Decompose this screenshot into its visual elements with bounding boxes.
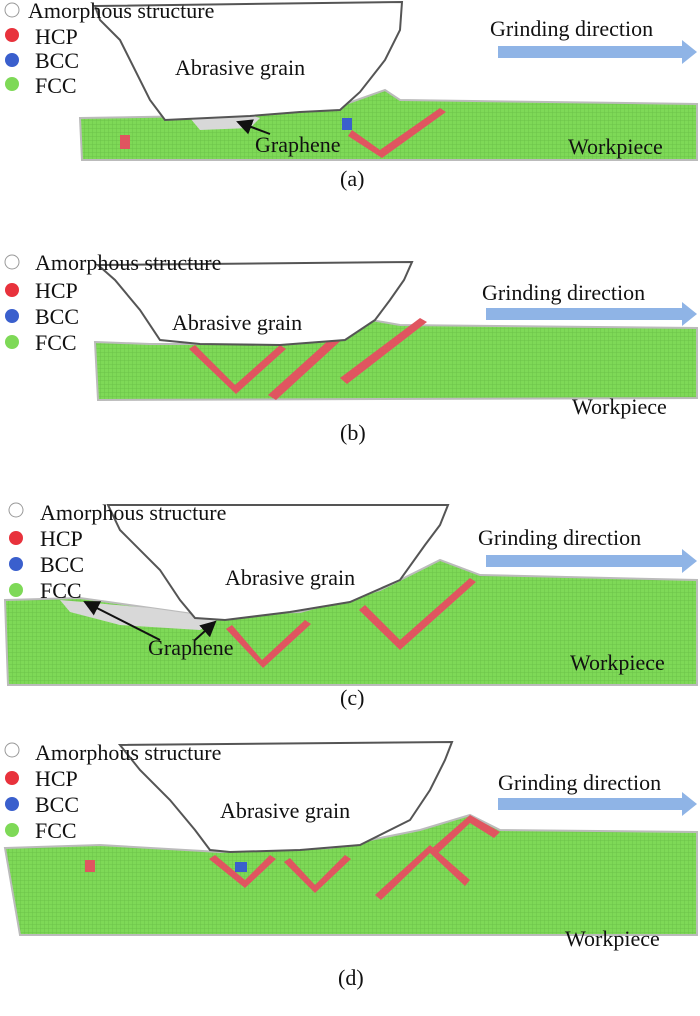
fcc-legend-marker xyxy=(5,335,19,349)
hcp-dislocation xyxy=(359,578,476,650)
abrasive-grain xyxy=(95,260,414,347)
legend-amorphous: Amorphous structure xyxy=(40,500,226,525)
legend-bcc: BCC xyxy=(40,552,84,577)
hcp-dislocation xyxy=(348,108,446,158)
hcp-cluster xyxy=(85,860,95,872)
abrasive-grain xyxy=(117,740,454,854)
caption-d: (d) xyxy=(338,965,364,990)
workpiece-label: Workpiece xyxy=(570,650,665,675)
hcp-dislocation xyxy=(189,345,286,394)
hcp-dislocation xyxy=(209,855,276,888)
grinding-direction-arrow-icon xyxy=(498,40,697,64)
hcp-dislocation xyxy=(226,620,311,668)
legend-hcp: HCP xyxy=(35,278,78,303)
fcc-legend-marker xyxy=(5,823,19,837)
legend-amorphous: Amorphous structure xyxy=(28,0,214,23)
legend-hcp: HCP xyxy=(40,526,83,551)
workpiece-label: Workpiece xyxy=(572,394,667,419)
legend-fcc: FCC xyxy=(35,330,77,355)
graphene-label: Graphene xyxy=(255,132,341,157)
legend-fcc: FCC xyxy=(40,578,82,603)
panel-a: Abrasive grain Grinding direction Workpi… xyxy=(4,0,698,191)
grinding-direction-arrow-icon xyxy=(498,792,697,816)
legend-amorphous: Amorphous structure xyxy=(35,250,221,275)
legend-bcc: BCC xyxy=(35,48,79,73)
hcp-dislocation xyxy=(284,855,351,893)
bcc-legend-marker xyxy=(5,53,19,67)
abrasive-grain-label: Abrasive grain xyxy=(220,798,350,823)
abrasive-grain xyxy=(93,0,404,122)
caption-c: (c) xyxy=(340,685,364,710)
legend-fcc: FCC xyxy=(35,73,77,98)
workpiece xyxy=(3,558,698,686)
hcp-dislocation xyxy=(430,815,500,855)
abrasive-grain xyxy=(106,504,450,622)
grinding-direction-label: Grinding direction xyxy=(482,280,645,305)
grinding-direction-label: Grinding direction xyxy=(478,525,641,550)
abrasive-grain-label: Abrasive grain xyxy=(225,565,355,590)
legend: Amorphous structure HCP BCC FCC xyxy=(4,250,221,355)
amorphous-legend-marker xyxy=(4,2,20,18)
abrasive-grain-label: Abrasive grain xyxy=(175,55,305,80)
workpiece-label: Workpiece xyxy=(568,134,663,159)
bcc-legend-marker xyxy=(9,557,23,571)
graphene-pointer-arrow xyxy=(236,119,271,135)
grinding-direction-label: Grinding direction xyxy=(490,16,653,41)
grinding-direction-arrow-icon xyxy=(486,549,697,573)
hcp-legend-marker xyxy=(9,531,23,545)
bcc-cluster xyxy=(342,118,352,130)
workpiece-label: Workpiece xyxy=(565,926,660,951)
graphene-label: Graphene xyxy=(148,635,234,660)
legend-fcc: FCC xyxy=(35,818,77,843)
legend-amorphous: Amorphous structure xyxy=(35,740,221,765)
panel-d: Abrasive grain Grinding direction Workpi… xyxy=(3,740,698,990)
hcp-dislocation xyxy=(268,330,347,400)
graphene-pointer-arrow xyxy=(194,620,217,641)
caption-a: (a) xyxy=(340,166,364,191)
bcc-legend-marker xyxy=(5,309,19,323)
caption-b: (b) xyxy=(340,420,366,445)
hcp-cluster xyxy=(120,135,130,149)
panel-b: Abrasive grain Grinding direction Workpi… xyxy=(4,250,698,445)
amorphous-legend-marker xyxy=(4,742,20,758)
legend-hcp: HCP xyxy=(35,766,78,791)
abrasive-grain-label: Abrasive grain xyxy=(172,310,302,335)
hcp-legend-marker xyxy=(5,28,19,42)
legend: Amorphous structure HCP BCC FCC xyxy=(4,740,221,843)
bcc-cluster xyxy=(235,862,247,872)
legend-hcp: HCP xyxy=(35,24,78,49)
legend: Amorphous structure HCP BCC FCC xyxy=(4,0,214,98)
fcc-legend-marker xyxy=(5,77,19,91)
hcp-legend-marker xyxy=(5,771,19,785)
bcc-legend-marker xyxy=(5,797,19,811)
fcc-legend-marker xyxy=(9,583,23,597)
legend: Amorphous structure HCP BCC FCC xyxy=(8,500,226,603)
graphene-pointer-arrow xyxy=(83,601,161,641)
grinding-direction-arrow-icon xyxy=(486,302,697,326)
panel-c: Abrasive grain Grinding direction Workpi… xyxy=(3,500,698,710)
legend-bcc: BCC xyxy=(35,304,79,329)
amorphous-legend-marker xyxy=(8,502,24,518)
legend-bcc: BCC xyxy=(35,792,79,817)
grinding-direction-label: Grinding direction xyxy=(498,770,661,795)
hcp-dislocation xyxy=(340,318,427,384)
hcp-dislocation xyxy=(375,845,470,900)
hcp-legend-marker xyxy=(5,283,19,297)
amorphous-legend-marker xyxy=(4,254,20,270)
